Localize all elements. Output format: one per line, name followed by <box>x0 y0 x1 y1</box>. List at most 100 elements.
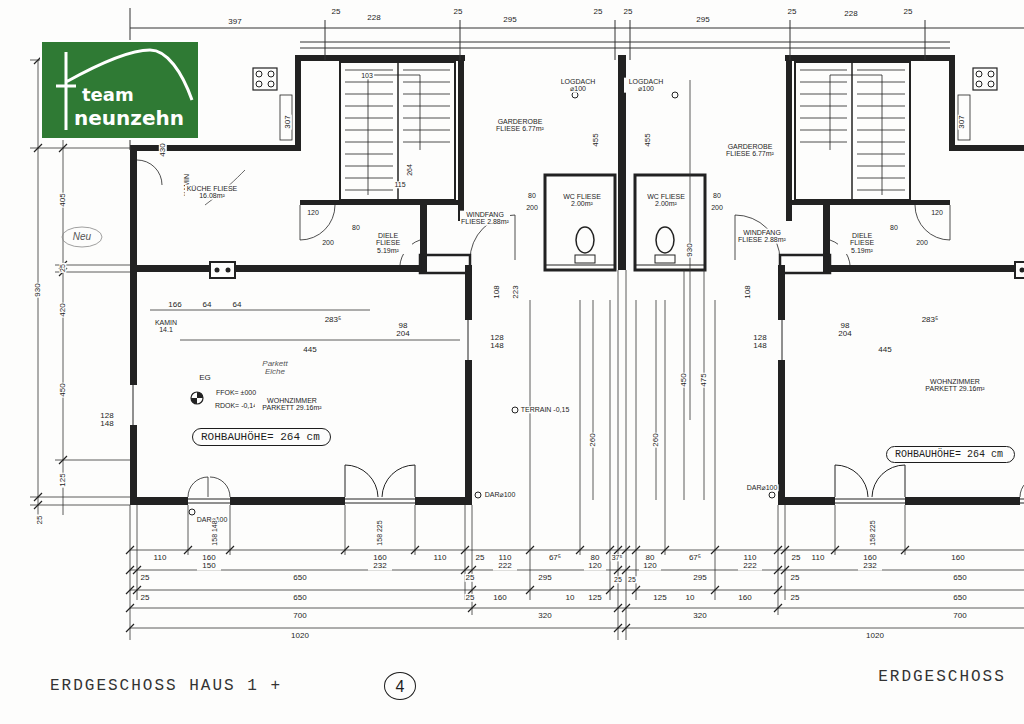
room-label: WC FLIESE 2.00m² <box>561 193 603 208</box>
dimension-label: 80 <box>889 224 899 231</box>
node-text: ROHBAUHÖHE= 264 cm <box>895 449 1006 460</box>
house-right <box>635 55 1024 515</box>
logo-text: neunzehn <box>74 108 184 128</box>
dimension-label: 455 <box>592 132 600 147</box>
dimension-label: 25 <box>627 576 637 583</box>
plan-line <box>626 270 627 640</box>
dimension-label: FFOK= ±000 <box>215 389 257 396</box>
dimension-label: 25 <box>790 574 801 582</box>
plan-line <box>785 505 786 600</box>
plan-line <box>656 300 657 500</box>
dimension-label: DAR⌀100 <box>484 491 517 498</box>
dimension-label: 25 <box>140 594 151 602</box>
plan-line <box>715 300 716 600</box>
dimension-label: 25 <box>59 263 66 273</box>
dimension-label: 160 <box>492 594 507 602</box>
room-label: LOGDACH ⌀100 <box>624 78 668 93</box>
dimension-label: 650 <box>952 574 967 582</box>
circled-number: 4 <box>384 672 416 700</box>
dimension-label: 158 225 <box>869 519 876 546</box>
plan-line <box>126 586 782 594</box>
dimension-label: 260 <box>652 432 660 447</box>
room-label: WINDFANG FLIESE 2.88m² <box>737 229 787 244</box>
plan-line <box>130 550 1024 551</box>
dimension-label: 445 <box>302 346 317 354</box>
dimension-label: 700 <box>952 612 967 620</box>
dimension-label: RDOK= -0,14 <box>214 402 258 409</box>
dimension-label: 1020 <box>290 632 310 640</box>
dimension-label: 110 <box>153 554 168 562</box>
dimension-label: 25 <box>593 8 604 16</box>
dimension-label: 1020 <box>865 632 885 640</box>
plan-title: ERDGESCHOSS HAUS 1 + <box>49 678 283 695</box>
dimension-label: 25 <box>140 574 151 582</box>
dimension-label: 160 <box>737 594 752 602</box>
dimension-label: 445 <box>877 346 892 354</box>
dimension-label: 110 222 <box>738 554 762 571</box>
dimension-label: 650 <box>292 594 307 602</box>
plan-line <box>300 48 950 49</box>
dimension-label: 283⁵ <box>324 316 343 324</box>
dimension-label: 108 <box>493 284 501 299</box>
dimension-label: 260 <box>589 432 597 447</box>
dimension-label: 110 <box>811 554 826 562</box>
room-label: WINDFANG FLIESE 2.88m² <box>460 211 510 226</box>
dimension-label: 25 <box>331 8 342 16</box>
plan-line <box>126 546 909 554</box>
room-label: DIELE FLIESE 5.19m² <box>364 232 412 254</box>
plan-line <box>465 505 466 600</box>
plan-line <box>618 270 619 640</box>
dimension-label: 455 <box>644 132 652 147</box>
dimension-label: 650 <box>952 594 967 602</box>
dimension-label: 450 <box>680 372 688 387</box>
dimension-label: 650 <box>292 574 307 582</box>
plan-line <box>30 148 130 149</box>
dimension-label: KAMIN 14.1 <box>150 319 182 334</box>
plan-line <box>415 505 416 555</box>
dimension-label: EG <box>198 374 212 382</box>
dimension-label: 25 <box>475 554 486 562</box>
plan-line <box>615 20 616 60</box>
dimension-label: 475 <box>700 372 708 387</box>
dimension-label: 264 <box>406 163 413 177</box>
plan-line <box>130 28 1024 29</box>
dimension-label: 10 <box>685 594 696 602</box>
dimension-label: 25 <box>465 574 476 582</box>
logo-box: team neunzehn <box>40 40 200 140</box>
plan-line <box>512 407 518 413</box>
plan-line <box>188 505 189 555</box>
dimension-label: 420 <box>59 302 67 317</box>
plan-line <box>925 20 926 60</box>
logo-line <box>56 50 192 130</box>
plan-line <box>126 624 630 632</box>
dimension-label: 295 <box>695 16 710 24</box>
plan-line <box>180 340 460 341</box>
dimension-label: 158 148 <box>211 519 218 546</box>
height-note-box: ROHBAUHÖHE= 264 cm <box>886 446 1015 463</box>
plan-line <box>325 20 326 60</box>
dimension-label: 67⁵ <box>548 554 562 562</box>
dimension-label: 25 <box>790 594 801 602</box>
dimension-label: 166 <box>167 301 182 309</box>
dimension-label: 80 120 <box>584 554 606 571</box>
dimension-label: 98 204 <box>834 322 856 339</box>
dimension-label: 25 <box>613 576 623 583</box>
dimension-label: 295 <box>692 574 707 582</box>
plan-line <box>300 42 950 43</box>
plan-line <box>126 566 789 574</box>
plan-line <box>460 20 461 60</box>
logo-text: team <box>82 86 134 104</box>
plan-line <box>137 505 138 600</box>
dimension-label: DAR⌀100 <box>746 484 779 491</box>
dimension-label: 128 148 <box>95 412 119 429</box>
dimension-label: 115 <box>393 181 406 188</box>
dimension-label: 120 <box>306 209 320 216</box>
plan-line <box>150 310 370 311</box>
plan-line <box>593 300 594 500</box>
node-text: ROHBAUHÖHE= 264 cm <box>201 431 322 443</box>
plan-line <box>30 497 130 498</box>
plan-line <box>130 608 1024 609</box>
plan-line <box>55 460 130 461</box>
dimension-label: 930 <box>686 242 694 257</box>
